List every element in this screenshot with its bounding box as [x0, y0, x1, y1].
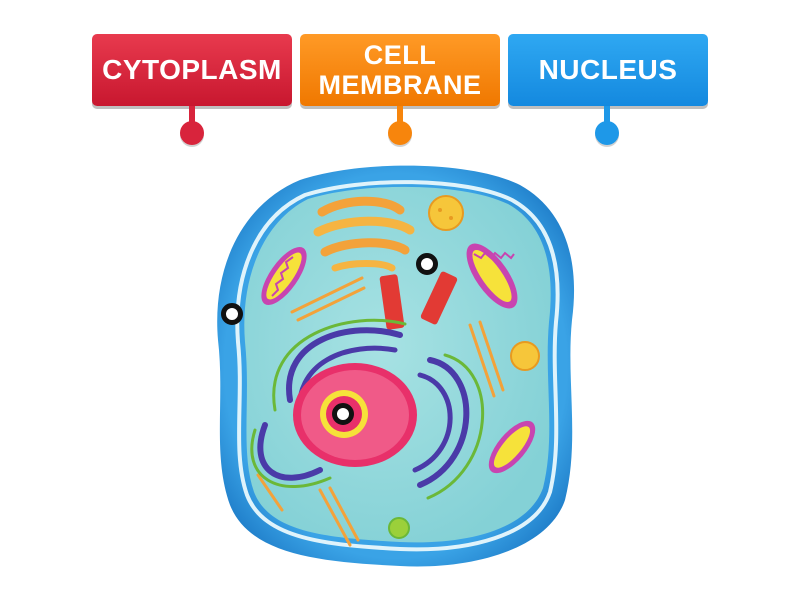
pin-dot-orange-icon	[388, 121, 412, 145]
lysosome	[388, 517, 410, 539]
cytoplasm-shape	[244, 186, 551, 543]
mitochondrion	[488, 420, 536, 474]
vesicle	[428, 195, 464, 231]
label-tile-text: CYTOPLASM	[102, 54, 282, 85]
label-tile-text: CELL MEMBRANE	[318, 40, 482, 100]
nucleus	[293, 363, 417, 467]
mitochondrion	[466, 243, 518, 309]
microtubules	[256, 276, 505, 547]
pin-dot-blue-icon	[595, 121, 619, 145]
pin-dot-red-icon	[180, 121, 204, 145]
drop-target-hotspot-membrane[interactable]	[221, 303, 243, 325]
golgi-apparatus	[313, 196, 415, 272]
membrane-rim	[235, 180, 560, 552]
drop-target-hotspot-nucleus[interactable]	[332, 403, 354, 425]
pin-stem	[604, 106, 610, 124]
label-tile-text: NUCLEUS	[538, 54, 678, 85]
pin-stem	[397, 106, 403, 124]
vesicle	[510, 341, 540, 371]
label-tile-nucleus[interactable]: NUCLEUS	[508, 34, 708, 106]
drop-target-hotspot-cytoplasm[interactable]	[416, 253, 438, 275]
centrioles	[379, 271, 458, 330]
label-tile-cell-membrane[interactable]: CELL MEMBRANE	[300, 34, 500, 106]
pin-stem	[189, 106, 195, 124]
mitochondrion	[261, 247, 307, 305]
label-tile-cytoplasm[interactable]: CYTOPLASM	[92, 34, 292, 106]
